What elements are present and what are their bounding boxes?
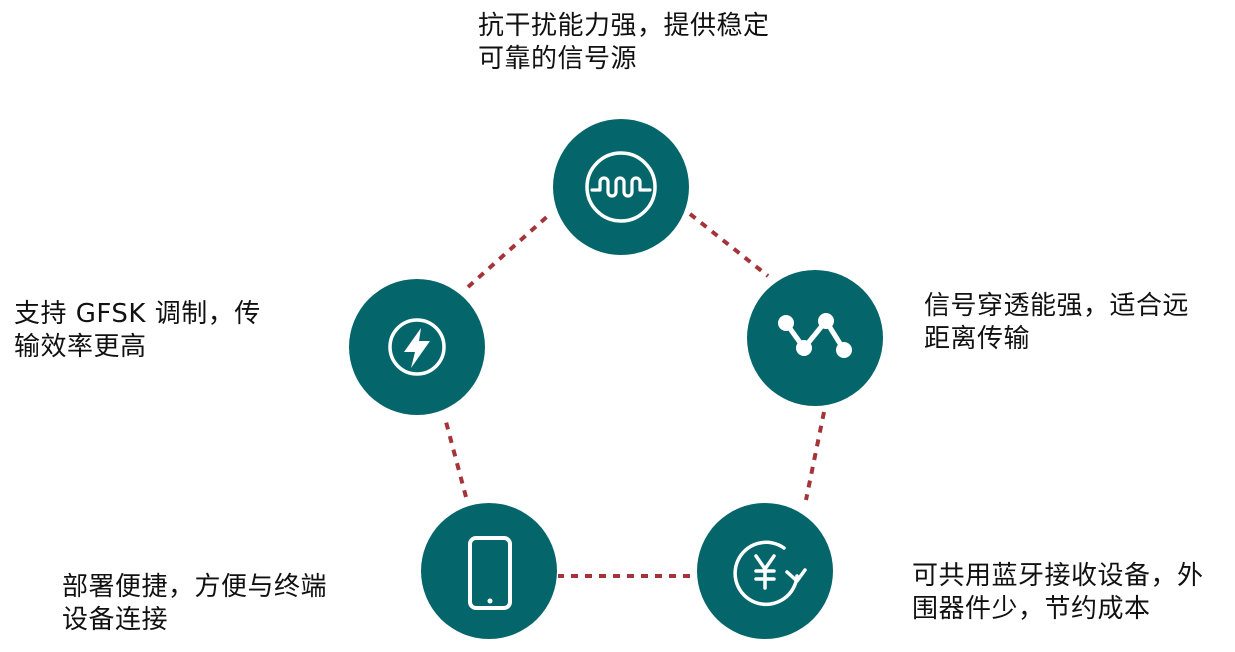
smartphone-icon xyxy=(468,536,512,610)
label-line: 设备连接 xyxy=(62,605,169,635)
label-line: 支持 GFSK 调制，传 xyxy=(14,299,261,329)
node-circle xyxy=(553,119,689,255)
connector-bottom-left-left xyxy=(443,417,468,498)
node-circle xyxy=(421,503,557,639)
feature-label-top: 抗干扰能力强，提供稳定 可靠的信号源 xyxy=(478,10,770,76)
node-bottom-right xyxy=(697,503,833,639)
feature-label-bottom-right: 可共用蓝牙接收设备，外 围器件少，节约成本 xyxy=(912,560,1204,626)
node-top xyxy=(553,119,689,255)
node-bottom-left xyxy=(421,503,557,639)
feature-label-right: 信号穿透能强，适合远 距离传输 xyxy=(924,290,1189,356)
lightning-bolt-icon xyxy=(388,318,446,376)
label-line: 距离传输 xyxy=(924,324,1031,354)
label-line: 可共用蓝牙接收设备，外 xyxy=(912,561,1204,591)
feature-label-left: 支持 GFSK 调制，传 输效率更高 xyxy=(14,298,261,364)
label-line: 输效率更高 xyxy=(14,332,147,362)
label-line: 可靠的信号源 xyxy=(478,44,638,74)
feature-label-bottom-left: 部署便捷，方便与终端 设备连接 xyxy=(62,571,327,637)
waveform-icon xyxy=(585,151,657,223)
connector-top-right xyxy=(688,212,770,278)
signal-path-icon xyxy=(778,313,852,358)
connectors xyxy=(443,212,826,578)
label-line: 围器件少，节约成本 xyxy=(912,594,1151,624)
connector-right-bottom-right xyxy=(804,411,826,501)
connector-left-top xyxy=(466,212,552,289)
label-line: 信号穿透能强，适合远 xyxy=(924,291,1190,321)
node-left xyxy=(349,279,485,415)
yuan-cycle-icon xyxy=(733,540,807,607)
node-right xyxy=(747,270,883,406)
label-line: 抗干扰能力强，提供稳定 xyxy=(478,11,770,41)
label-line: 部署便捷，方便与终端 xyxy=(62,572,328,602)
